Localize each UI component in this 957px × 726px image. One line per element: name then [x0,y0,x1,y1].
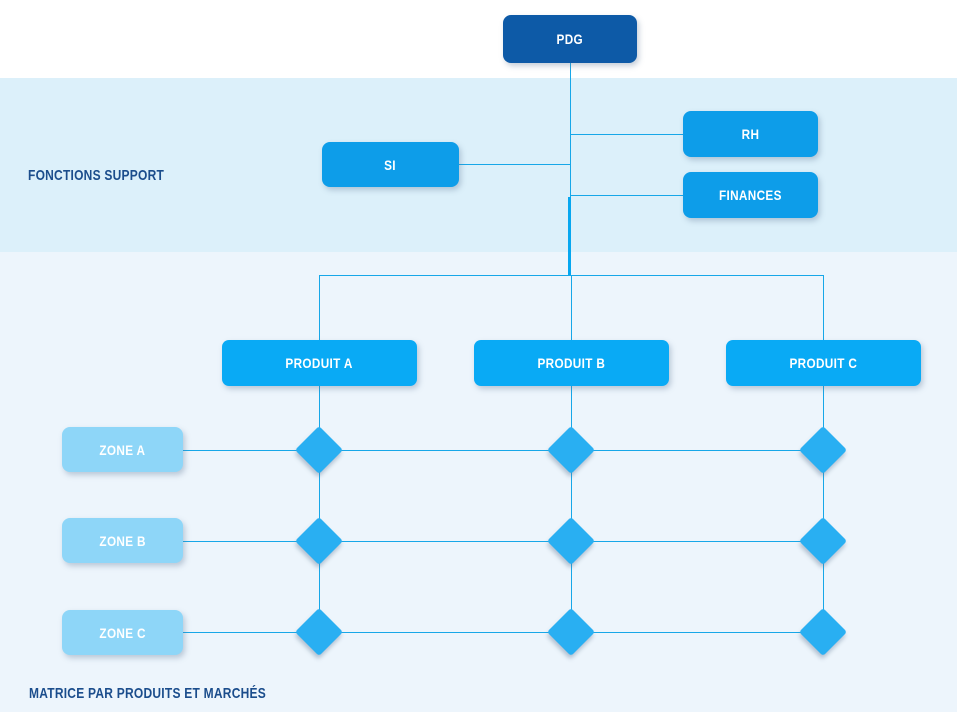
node-zone-c-label: ZONE C [99,624,146,641]
node-produit-c[interactable]: PRODUIT C [726,340,921,386]
connector-rh-branch [570,134,683,135]
connector-finances-branch [570,195,683,196]
node-zone-a[interactable]: ZONE A [62,427,183,472]
node-zone-b[interactable]: ZONE B [62,518,183,563]
connector-trunk-thick [568,197,571,276]
connector-root-trunk [570,63,571,197]
node-pdg-label: PDG [556,31,584,47]
node-finances[interactable]: FINANCES [683,172,818,218]
node-finances-label: FINANCES [719,187,782,203]
connector-drop-product-b [571,275,572,340]
node-pdg[interactable]: PDG [503,15,637,63]
node-produit-a[interactable]: PRODUIT A [222,340,417,386]
connector-row-zone-c [183,632,823,633]
node-zone-c[interactable]: ZONE C [62,610,183,655]
connector-row-zone-a [183,450,823,451]
connector-si-branch [459,164,570,165]
support-functions-band [0,78,957,252]
node-produit-c-label: PRODUIT C [789,355,858,371]
node-produit-a-label: PRODUIT A [285,355,354,371]
node-produit-b[interactable]: PRODUIT B [474,340,669,386]
matrix-section-label: MATRICE PAR PRODUITS ET MARCHÉS [29,685,266,702]
connector-drop-product-a [319,275,320,340]
node-zone-b-label: ZONE B [99,532,146,549]
node-rh-label: RH [741,126,760,142]
node-zone-a-label: ZONE A [99,441,146,458]
node-si-label: SI [384,156,397,173]
node-rh[interactable]: RH [683,111,818,157]
node-produit-b-label: PRODUIT B [537,355,606,371]
connector-column-product-b [571,386,572,632]
connector-column-product-a [319,386,320,632]
node-si[interactable]: SI [322,142,459,187]
connector-row-zone-b [183,541,823,542]
connector-drop-product-c [823,275,824,340]
connector-column-product-c [823,386,824,632]
support-section-label: FONCTIONS SUPPORT [28,167,165,184]
